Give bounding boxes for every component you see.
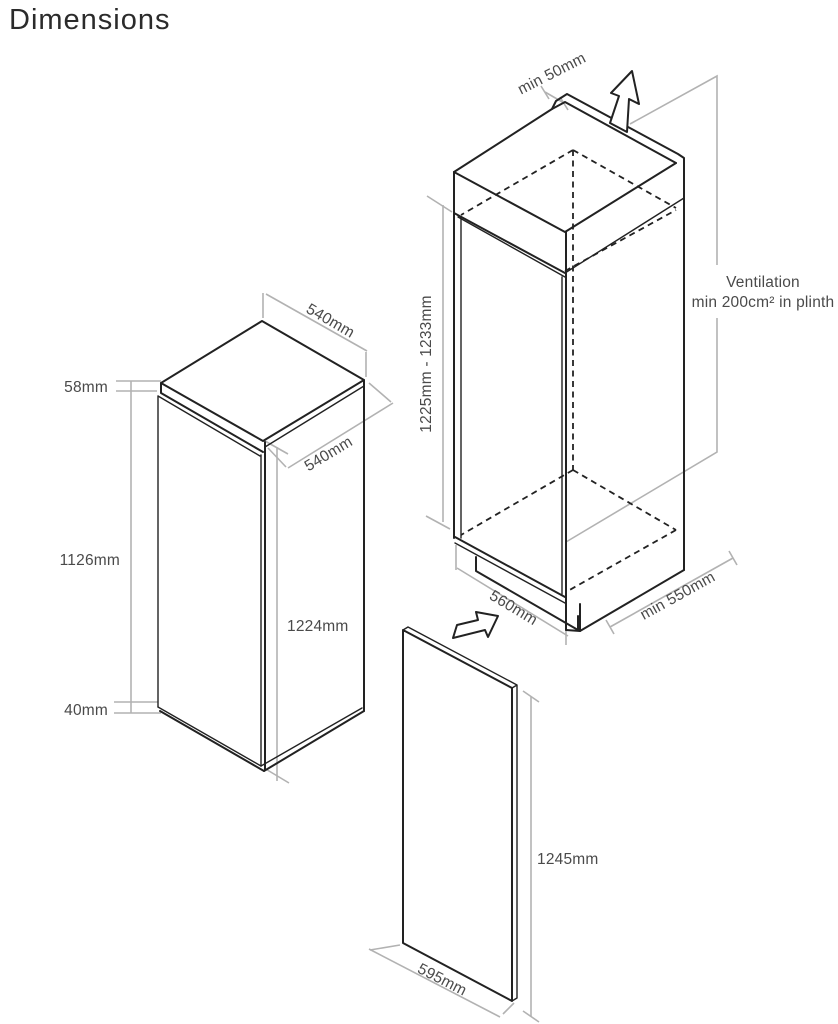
label-appliance-plinth-height: 40mm — [64, 702, 108, 719]
label-ventilation-line2: min 200cm² in plinth — [692, 294, 835, 311]
door-panel-drawing: 1245mm 595mm — [368, 626, 599, 1023]
label-niche-depth: min 550mm — [637, 569, 718, 624]
niche-dimension-lines — [425, 74, 738, 645]
door-dimension-lines — [368, 690, 540, 1023]
appliance-dimension-lines — [114, 293, 394, 784]
page-title: Dimensions — [9, 4, 171, 36]
label-niche-height-range: 1225mm - 1233mm — [418, 295, 435, 432]
airflow-intake-arrow-icon — [452, 611, 499, 639]
label-ventilation-line1: Ventilation — [726, 274, 800, 291]
label-appliance-top-height: 58mm — [64, 379, 108, 396]
appliance-drawing: 540mm 58mm 540mm 1126mm 1224mm 40mm — [60, 293, 394, 784]
label-appliance-total-height: 1224mm — [287, 618, 349, 635]
niche-drawing: min 50mm 1225mm - 1233mm Ventilation min… — [418, 50, 834, 645]
niche-hidden-edges — [460, 149, 677, 593]
appliance-outline — [157, 320, 365, 772]
label-door-width: 595mm — [415, 960, 470, 999]
label-door-height: 1245mm — [537, 851, 599, 868]
airflow-up-arrow-icon — [609, 70, 640, 133]
door-panel-outline — [402, 626, 518, 1002]
label-appliance-top-width: 540mm — [303, 301, 357, 342]
niche-outline — [453, 93, 685, 632]
label-appliance-front-height: 1126mm — [60, 552, 120, 569]
label-niche-top-clearance: min 50mm — [515, 50, 589, 99]
